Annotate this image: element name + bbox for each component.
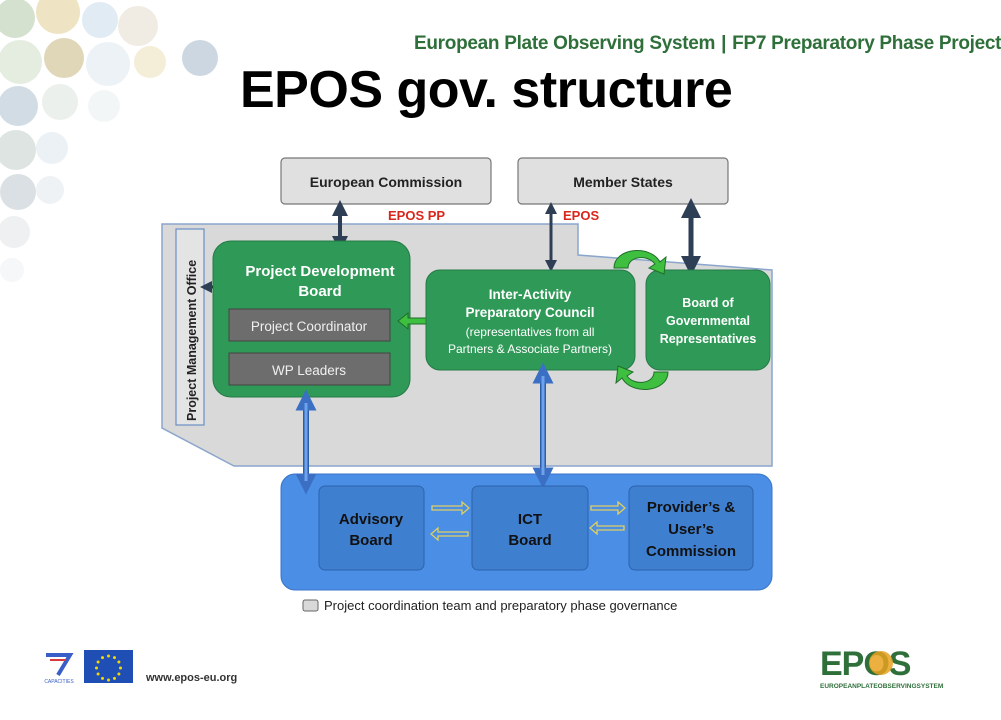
advisory-ict-arrows [430,500,470,542]
puc-line1: Provider’s & [647,499,736,516]
iapc-line4: Partners & Associate Partners) [448,342,612,356]
puc-line3: Commission [646,543,736,560]
member-states-label: Member States [573,174,673,190]
bgr-line2: Governmental [666,314,750,328]
ict-puc-arrows [589,500,626,536]
advisory-board-box [318,485,425,571]
iapc-line2: Preparatory Council [465,305,594,320]
advisory-line1: Advisory [339,511,404,528]
wp-leaders-box [228,352,391,386]
inter-activity-preparatory-council [425,269,636,371]
pmo-label: Project Management Office [185,260,199,421]
project-coordinator-label: Project Coordinator [251,319,368,334]
ict-line1: ICT [518,511,542,528]
header-org: European Plate Observing System [414,33,716,54]
bgr-line3: Representatives [660,332,757,346]
legend-label: Project coordination team and preparator… [324,598,677,613]
page-title: EPOS gov. structure [240,61,733,119]
curved-arrow-bottom [615,365,669,390]
iapc-line1: Inter-Activity [489,287,572,302]
ict-board-box [471,485,589,571]
member-states-box [517,157,729,205]
epos-logo: EPOS EUROPEANPLATEOBSERVINGSYSTEM [820,645,943,690]
pdb-title-line2: Board [298,283,341,300]
ict-line2: Board [508,532,551,549]
pdb-title-line1: Project Development [245,263,394,280]
eu-flag [84,650,133,683]
wp-leaders-label: WP Leaders [272,363,346,378]
project-coordinator-box [228,308,391,342]
european-commission-box [280,157,492,205]
fp7-logo: CAPACITIES [38,652,80,685]
header-project: FP7 Preparatory Phase Project [732,33,1001,54]
advisory-line2: Board [349,532,392,549]
fp7-caption: CAPACITIES [44,679,74,685]
curved-arrow-top [613,250,667,275]
decorative-photo-circles [0,0,218,282]
header-separator: | [721,33,727,54]
footer-url[interactable]: www.epos-eu.org [146,672,238,684]
epos-logo-subtitle: EUROPEANPLATEOBSERVINGSYSTEM [820,683,943,690]
epos-pp-label: EPOS PP [388,208,445,223]
iapc-line3: (representatives from all [466,325,595,339]
european-commission-label: European Commission [310,174,462,190]
governance-diagram: European Commission Member States EPOS P… [38,157,944,690]
bgr-line1: Board of [682,296,734,310]
legend-swatch [302,599,319,612]
pmo-box [175,228,205,426]
puc-line2: User’s [668,521,714,538]
epos-logo-globe [869,651,893,675]
board-of-governmental-representatives [645,269,771,371]
providers-users-commission-box [628,485,754,571]
epos-label: EPOS [563,208,599,223]
epos-logo-text: EPOS [820,645,911,683]
project-header: European Plate Observing System|FP7 Prep… [414,33,1001,55]
